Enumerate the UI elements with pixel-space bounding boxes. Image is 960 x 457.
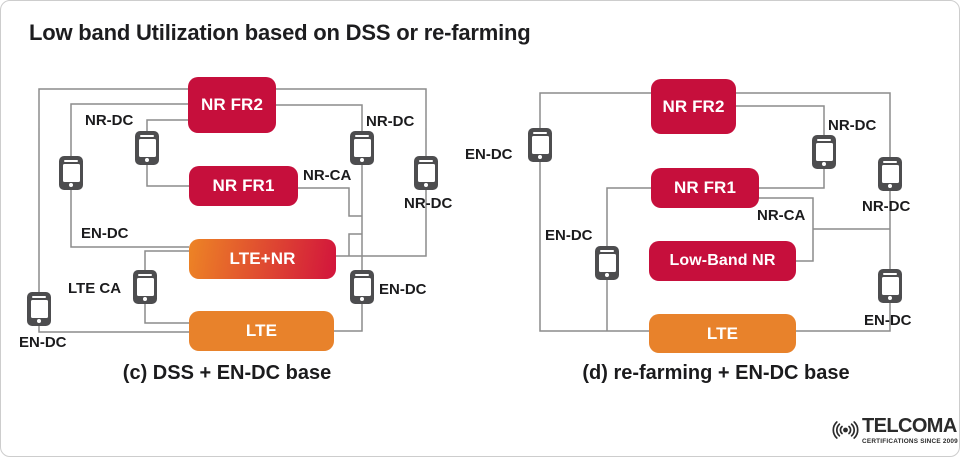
phone-screen (881, 277, 899, 295)
link-label-en-dc: EN-DC (81, 225, 129, 242)
link-label-nr-dc: NR-DC (85, 112, 134, 129)
link-label-nr-dc: NR-DC (404, 195, 453, 212)
phone-home-button (144, 158, 150, 163)
phone-speaker (140, 134, 154, 138)
phone-screen (531, 136, 549, 154)
phone-speaker (600, 249, 614, 253)
phone-icon (812, 135, 836, 169)
phone-speaker (64, 159, 78, 163)
phone-icon (135, 131, 159, 165)
phone-screen (417, 164, 435, 182)
link-label-nr-dc: NR-DC (366, 113, 415, 130)
node-lte-d: LTE (649, 314, 796, 353)
phone-home-button (423, 183, 429, 188)
telcoma-logo: TELCOMA CERTIFICATIONS SINCE 2009 (832, 416, 958, 445)
link-label-en-dc: EN-DC (379, 281, 427, 298)
phone-screen (30, 300, 48, 318)
phone-speaker (355, 273, 369, 277)
phone-icon (528, 128, 552, 162)
node-lte-nr-c: LTE+NR (189, 239, 336, 279)
phone-home-button (537, 155, 543, 160)
phone-icon (878, 269, 902, 303)
phone-speaker (138, 273, 152, 277)
caption-diagram-d: (d) re-farming + EN-DC base (582, 362, 850, 384)
phone-speaker (533, 131, 547, 135)
phone-home-button (359, 158, 365, 163)
caption-diagram-c: (c) DSS + EN-DC base (122, 362, 332, 384)
phone-home-button (821, 162, 827, 167)
phone-screen (62, 164, 80, 182)
phone-icon (27, 292, 51, 326)
node-low-band-nr-d: Low-Band NR (649, 241, 796, 281)
phone-speaker (355, 134, 369, 138)
link-label-en-dc: EN-DC (864, 312, 912, 329)
link-label-nr-ca: NR-CA (757, 207, 806, 224)
link-label-en-dc: EN-DC (465, 146, 513, 163)
phone-home-button (68, 183, 74, 188)
link-label-en-dc: EN-DC (545, 227, 593, 244)
phone-home-button (887, 184, 893, 189)
node-nr-fr1-d: NR FR1 (651, 168, 759, 208)
node-lte-c: LTE (189, 311, 334, 351)
phone-speaker (32, 295, 46, 299)
phone-home-button (359, 297, 365, 302)
node-nr-fr2-c: NR FR2 (188, 77, 276, 133)
phone-home-button (604, 273, 610, 278)
phone-screen (815, 143, 833, 161)
signal-waves-icon (832, 421, 859, 440)
link-label-en-dc: EN-DC (19, 334, 67, 351)
phone-screen (881, 165, 899, 183)
link-label-nr-dc: NR-DC (828, 117, 877, 134)
link-label-lte-ca: LTE CA (68, 280, 122, 297)
phone-home-button (142, 297, 148, 302)
logo-name: TELCOMA (862, 415, 957, 437)
phone-screen (136, 278, 154, 296)
phone-screen (353, 278, 371, 296)
phone-home-button (887, 296, 893, 301)
phone-icon (878, 157, 902, 191)
phone-home-button (36, 319, 42, 324)
page-title: Low band Utilization based on DSS or re-… (29, 20, 531, 45)
phone-icon (350, 131, 374, 165)
node-nr-fr1-c: NR FR1 (189, 166, 298, 206)
phone-icon (414, 156, 438, 190)
phone-icon (350, 270, 374, 304)
phone-screen (138, 139, 156, 157)
phone-icon (59, 156, 83, 190)
phone-screen (598, 254, 616, 272)
link-label-nr-dc: NR-DC (862, 198, 911, 215)
node-nr-fr2-d: NR FR2 (651, 79, 736, 134)
phone-icon (595, 246, 619, 280)
phone-speaker (883, 272, 897, 276)
phone-icon (133, 270, 157, 304)
phone-speaker (883, 160, 897, 164)
link-label-nr-ca: NR-CA (303, 167, 352, 184)
phone-speaker (817, 138, 831, 142)
phone-speaker (419, 159, 433, 163)
logo-text: TELCOMA CERTIFICATIONS SINCE 2009 (862, 416, 958, 445)
phone-screen (353, 139, 371, 157)
logo-tagline: CERTIFICATIONS SINCE 2009 (862, 437, 958, 445)
